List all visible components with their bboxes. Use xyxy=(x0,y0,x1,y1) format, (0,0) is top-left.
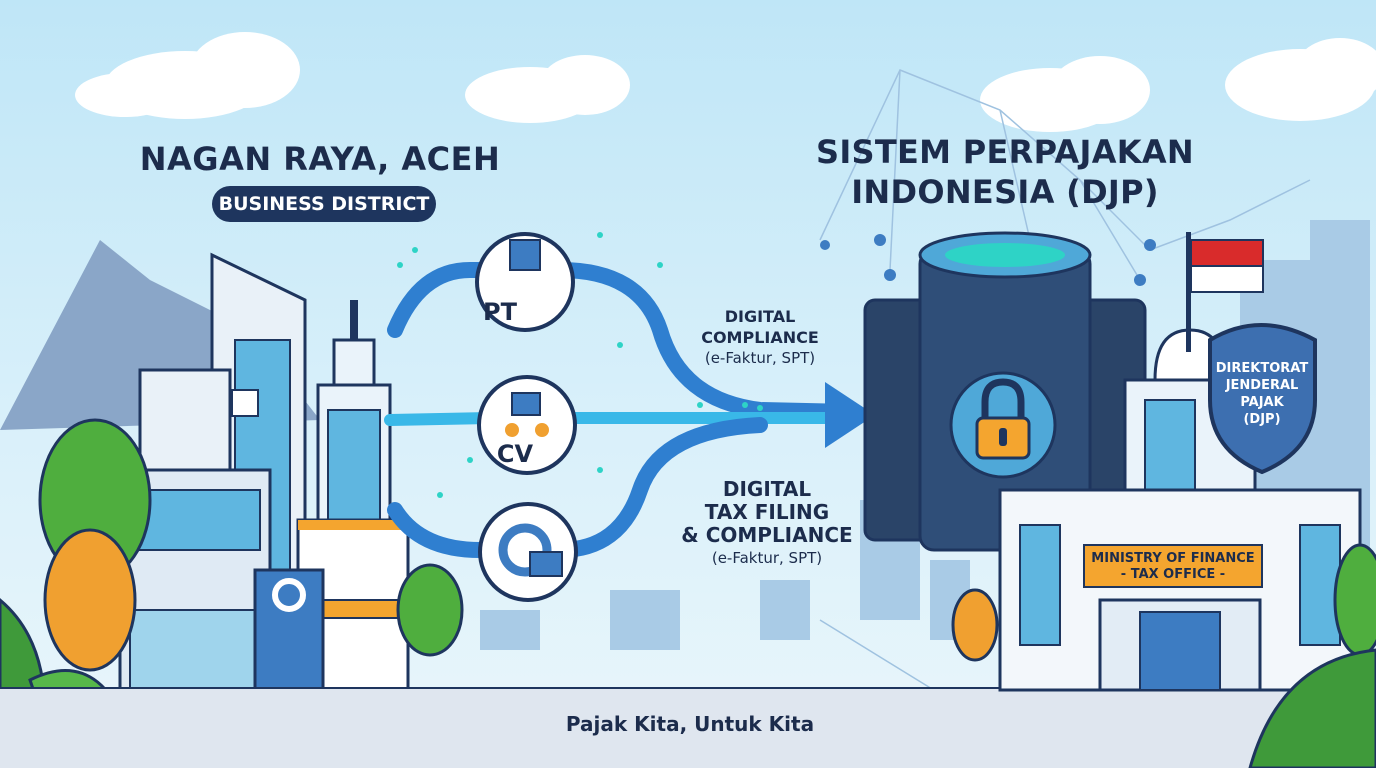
djp-shield-line3: PAJAK xyxy=(1240,395,1284,410)
djp-shield-line1: DIREKTORAT xyxy=(1215,361,1309,376)
compliance-bottom-line3: & COMPLIANCE xyxy=(681,523,853,547)
compliance-bottom-line4: (e-Faktur, SPT) xyxy=(711,549,823,567)
tax-system-title-line1: SISTEM PERPAJAKAN xyxy=(815,133,1195,171)
tax-system-title-line2: INDONESIA (DJP) xyxy=(851,173,1159,211)
djp-shield-line2: JENDERAL xyxy=(1225,378,1299,393)
compliance-bottom-line1: DIGITAL xyxy=(722,477,812,501)
district-title: NAGAN RAYA, ACEH xyxy=(139,140,501,178)
djp-shield-line4: (DJP) xyxy=(1243,412,1281,427)
compliance-top-line2: COMPLIANCE xyxy=(701,328,819,347)
tax-office-sign-line1: MINISTRY OF FINANCE xyxy=(1091,551,1255,566)
compliance-top-line1: DIGITAL xyxy=(724,307,796,326)
tax-system-title: SISTEM PERPAJAKAN INDONESIA (DJP) xyxy=(790,132,1220,212)
lock-icon xyxy=(949,371,1057,479)
entity-circles xyxy=(475,232,578,602)
tax-office-building xyxy=(998,232,1362,692)
entity-pt-label: PT xyxy=(483,298,517,326)
entity-cv-label: CV xyxy=(496,440,534,468)
district-badge: BUSINESS DISTRICT xyxy=(212,186,436,222)
djp-shield xyxy=(1208,323,1317,475)
right-trees xyxy=(951,543,1376,768)
network-nodes xyxy=(820,234,1156,286)
clouds xyxy=(75,32,1376,132)
tax-office-sign-line2: - TAX OFFICE - xyxy=(1120,567,1226,582)
data-particles xyxy=(397,232,763,498)
djp-shield-label: DIREKTORAT JENDERAL PAJAK (DJP) xyxy=(1212,360,1312,428)
compliance-bottom-line2: TAX FILING xyxy=(704,500,830,524)
tagline: Pajak Kita, Untuk Kita xyxy=(565,712,815,736)
flow-arrowhead xyxy=(825,382,875,448)
flow-paths xyxy=(384,262,858,558)
compliance-top-label: DIGITAL COMPLIANCE (e-Faktur, SPT) xyxy=(680,306,840,369)
tax-office-sign: MINISTRY OF FINANCE - TAX OFFICE - xyxy=(1083,544,1263,588)
compliance-top-line3: (e-Faktur, SPT) xyxy=(704,349,816,367)
compliance-bottom-label: DIGITAL TAX FILING & COMPLIANCE (e-Faktu… xyxy=(672,478,862,570)
ground xyxy=(0,688,1376,768)
